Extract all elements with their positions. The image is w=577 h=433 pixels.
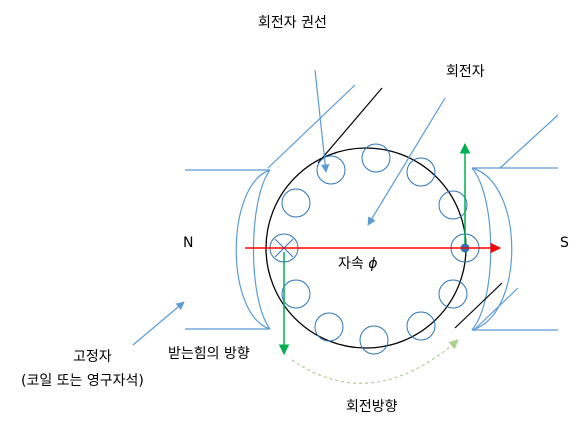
stator-pointer-arrow [132, 301, 185, 346]
stator-sublabel: (코일 또는 영구자석) [21, 373, 144, 389]
slot [314, 312, 344, 342]
rotation-direction-label: 회전방향 [346, 399, 398, 415]
rotor-label: 회전자 [446, 64, 485, 80]
south-pole-label: S [560, 235, 569, 251]
slot [438, 279, 468, 309]
slot [406, 311, 436, 341]
brush-lines [317, 87, 503, 329]
rotor-coil-pointer-arrow [314, 69, 330, 173]
slot [281, 188, 311, 218]
force-direction-label: 받는힘의 방향 [168, 346, 250, 362]
rotor-coil-label: 회전자 권선 [258, 15, 327, 31]
rotation-arrow [291, 339, 459, 384]
rotor-slots [269, 143, 480, 355]
flux-symbol: ϕ [368, 256, 378, 272]
flux-label-text: 자속 [338, 256, 364, 272]
slot [361, 143, 391, 173]
slot [438, 190, 468, 220]
rotor-coil-leads [267, 84, 559, 331]
stator-south-pole [471, 167, 558, 331]
north-pole-label: N [183, 235, 194, 251]
stator-north-pole [185, 169, 271, 330]
flux-label: 자속 ϕ [338, 255, 377, 273]
rotor-pointer-arrow [367, 97, 446, 226]
slot [406, 157, 436, 187]
slot [359, 325, 389, 355]
stator-label: 고정자 [73, 349, 112, 365]
slot [281, 279, 311, 309]
slot [316, 155, 346, 185]
